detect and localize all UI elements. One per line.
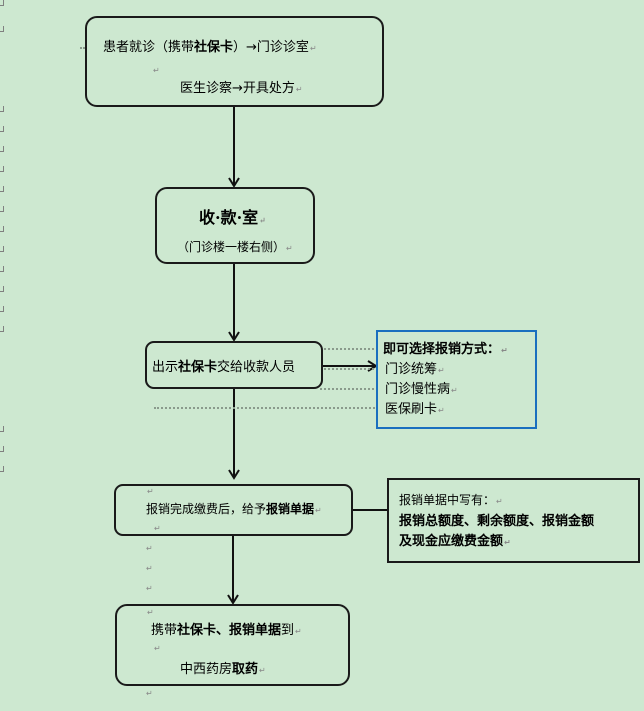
paragraph-mark-icon: ↵ (295, 627, 302, 636)
paragraph-mark-icon: ↵ (501, 346, 508, 355)
step2-cashier-box: 收·款·室↵ （门诊楼一楼右侧）↵ (155, 187, 315, 264)
step3-post: 交给收款人员 (217, 360, 296, 375)
step5-line2-pre: 中西药房 (180, 662, 233, 677)
step1-line2-text: 医生诊察→开具处方 (180, 81, 295, 96)
receipt-label: 报销单据 (266, 502, 315, 516)
receipt-info-amounts: 报销总额度、剩余额度、报销金额 (399, 514, 595, 529)
paragraph-mark-icon: ↵ (504, 538, 511, 547)
margin-mark (0, 286, 4, 292)
paragraph-mark-icon: ↵ (259, 666, 266, 675)
dotted-leader (154, 407, 378, 409)
margin-mark (0, 166, 4, 172)
options-title-text: 即可选择报销方式： (383, 342, 501, 357)
step3-pre: 出示 (152, 360, 179, 375)
paragraph-mark-icon: ↵ (496, 497, 503, 506)
step1-line1: 患者就诊（携带社保卡）→门诊诊室↵ (103, 41, 317, 54)
margin-mark (0, 186, 4, 192)
margin-mark (0, 126, 4, 132)
paragraph-mark-icon: ↵ (309, 44, 317, 53)
margin-mark (0, 0, 4, 6)
receipt-info-line2: 报销总额度、剩余额度、报销金额 (399, 515, 594, 528)
paragraph-mark-icon: ↵ (451, 386, 458, 395)
card-and-receipt-label: 社保卡、报销单据 (177, 623, 282, 638)
paragraph-mark-icon: ↵ (154, 644, 161, 653)
step5-line2: 中西药房取药↵ (180, 663, 266, 676)
paragraph-mark-icon: ↵ (438, 406, 445, 415)
receipt-info-cash-due: 及现金应缴费金额 (399, 534, 504, 549)
cashier-title: 收·款·室↵ (199, 210, 266, 226)
social-security-card-label: 社保卡 (178, 360, 218, 375)
margin-mark (0, 106, 4, 112)
option-item: 医保刷卡↵ (385, 403, 445, 416)
margin-mark (0, 466, 4, 472)
option-item: 门诊慢性病↵ (385, 383, 458, 396)
margin-mark (0, 26, 4, 32)
step4-receipt-box: ↵ 报销完成缴费后，给予报销单据↵ ↵ (114, 484, 353, 536)
paragraph-mark-icon: ↵ (154, 524, 161, 533)
step5-line1: 携带社保卡、报销单据到↵ (151, 624, 302, 637)
margin-mark (0, 226, 4, 232)
cashier-title-text: 收·款·室 (199, 208, 259, 227)
receipt-info-line3: 及现金应缴费金额↵ (399, 535, 511, 548)
margin-mark (0, 206, 4, 212)
paragraph-mark-icon: ↵ (153, 66, 160, 75)
options-title: 即可选择报销方式：↵ (383, 343, 508, 356)
margin-mark (0, 246, 4, 252)
step4-text: 报销完成缴费后，给予报销单据↵ (146, 503, 322, 515)
step5-pharmacy-box: ↵ 携带社保卡、报销单据到↵ ↵ 中西药房取药↵ (115, 604, 350, 686)
step3-text: 出示社保卡交给收款人员 (152, 361, 295, 374)
paragraph-mark-icon: ↵ (259, 215, 266, 225)
receipt-info-line1: 报销单据中写有：↵ (399, 494, 503, 506)
option-card-swipe: 医保刷卡 (385, 402, 438, 417)
step1-consultation-box: 患者就诊（携带社保卡）→门诊诊室↵ ↵ 医生诊察→开具处方↵ (85, 16, 384, 107)
social-security-card-label: 社保卡 (194, 40, 234, 55)
paragraph-mark-icon: ↵ (147, 487, 154, 496)
margin-mark (0, 446, 4, 452)
step1-line2: 医生诊察→开具处方↵ (180, 82, 303, 95)
cashier-location-text: （门诊楼一楼右侧） (177, 240, 286, 254)
option-chronic-disease: 门诊慢性病 (385, 382, 451, 397)
paragraph-mark-icon: ↵ (438, 366, 445, 375)
paragraph-mark-icon: ↵ (146, 544, 153, 553)
margin-mark (0, 266, 4, 272)
paragraph-mark-icon: ↵ (315, 506, 322, 515)
arrowhead (228, 331, 240, 342)
margin-mark (0, 306, 4, 312)
margin-mark (0, 146, 4, 152)
step4-pre: 报销完成缴费后，给予 (146, 502, 267, 516)
arrowhead (228, 469, 240, 480)
cashier-subtitle: （门诊楼一楼右侧）↵ (177, 241, 293, 253)
margin-mark (0, 426, 4, 432)
paragraph-mark-icon: ↵ (295, 85, 303, 94)
paragraph-mark-icon: ↵ (146, 689, 153, 698)
reimbursement-options-box: 即可选择报销方式：↵ 门诊统筹↵ 门诊慢性病↵ 医保刷卡↵ (376, 330, 537, 429)
paragraph-mark-icon: ↵ (286, 244, 293, 253)
step1-line1-post: ）→门诊诊室 (233, 40, 309, 55)
step1-line1-pre: 患者就诊（携带 (103, 40, 195, 55)
step3-show-card-box: 出示社保卡交给收款人员 (145, 341, 323, 389)
step5-line1-pre: 携带 (151, 623, 178, 638)
paragraph-mark-icon: ↵ (146, 584, 153, 593)
option-item: 门诊统筹↵ (385, 363, 445, 376)
receipt-contents-box: 报销单据中写有：↵ 报销总额度、剩余额度、报销金额 及现金应缴费金额↵ (387, 478, 640, 563)
paragraph-mark-icon: ↵ (147, 608, 154, 617)
step5-line1-post: 到 (281, 623, 295, 638)
option-outpatient-pooling: 门诊统筹 (385, 362, 438, 377)
arrowhead (228, 177, 240, 188)
dotted-leader (320, 388, 378, 390)
dotted-leader (320, 368, 378, 370)
receipt-info-heading: 报销单据中写有： (399, 493, 496, 507)
get-medicine-label: 取药 (232, 662, 259, 677)
arrowhead (227, 594, 239, 605)
margin-mark (0, 326, 4, 332)
paragraph-mark-icon: ↵ (146, 564, 153, 573)
